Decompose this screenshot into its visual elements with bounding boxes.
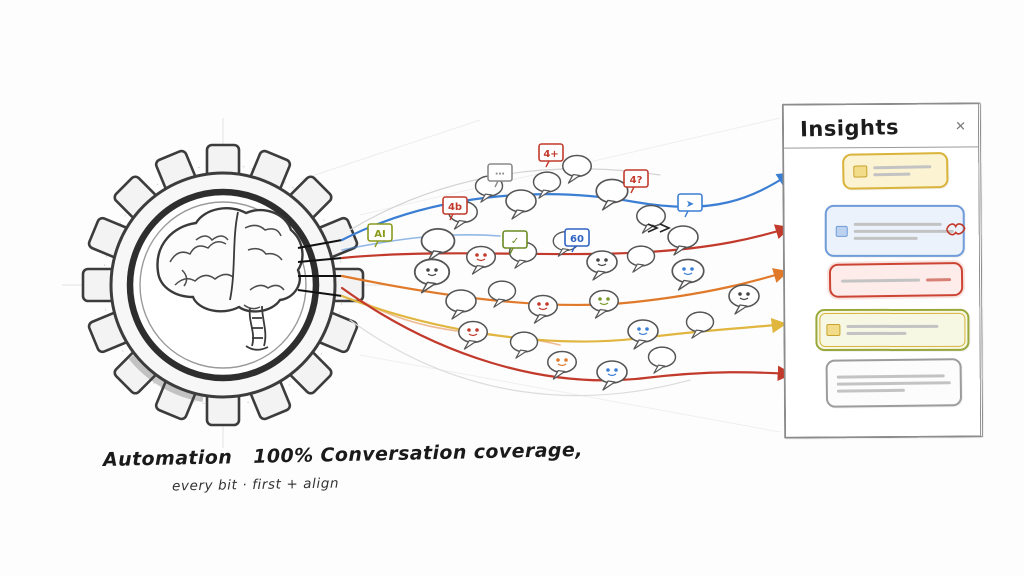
panel-title: Insights xyxy=(799,114,900,141)
tag-label: 4? xyxy=(630,175,643,186)
panel-header: Insights ✕ xyxy=(783,104,979,149)
insight-card xyxy=(841,151,949,190)
insight-card xyxy=(815,308,970,352)
connector-lines xyxy=(297,239,343,297)
card-scribble-lines xyxy=(844,154,947,188)
bulb-chip-icon xyxy=(853,165,868,178)
brain-icon xyxy=(156,207,304,351)
caption-line2: every bit · first + align xyxy=(171,475,340,495)
insights-panel: Insights ✕ xyxy=(781,102,984,439)
tag-chip-icon xyxy=(826,324,841,337)
tag-label: ✓ xyxy=(511,236,519,247)
card-scribble-lines xyxy=(817,311,967,349)
channel-tag: 60 xyxy=(564,228,590,253)
tag-label: 4+ xyxy=(543,149,558,160)
chat-chip-icon xyxy=(835,225,848,237)
red-scribble-icon xyxy=(945,223,966,236)
chevron-marks xyxy=(647,223,671,233)
channel-tag: 4? xyxy=(623,169,649,194)
channel-tag: AI xyxy=(367,223,393,248)
close-icon: ✕ xyxy=(954,119,967,135)
card-scribble-lines xyxy=(828,360,961,406)
tag-label: ➤ xyxy=(686,199,694,210)
channel-tag: ✓ xyxy=(502,230,528,255)
channel-tag: ⋯ xyxy=(487,163,513,188)
channel-tags: AI 4b ⋯ 4+ ✓ xyxy=(367,143,703,255)
tag-label: 60 xyxy=(570,234,584,245)
channel-tag: 4+ xyxy=(538,143,564,168)
channel-tag: ➤ xyxy=(677,193,703,218)
card-scribble-lines xyxy=(831,264,961,296)
tag-label: 4b xyxy=(448,202,462,213)
insight-card xyxy=(825,358,963,408)
tag-label: ⋯ xyxy=(495,169,505,180)
tag-label: AI xyxy=(374,229,385,240)
card-scribble-lines xyxy=(827,207,963,255)
insight-card xyxy=(828,261,964,298)
insight-card xyxy=(824,204,965,257)
channel-tag: 4b xyxy=(442,196,468,221)
